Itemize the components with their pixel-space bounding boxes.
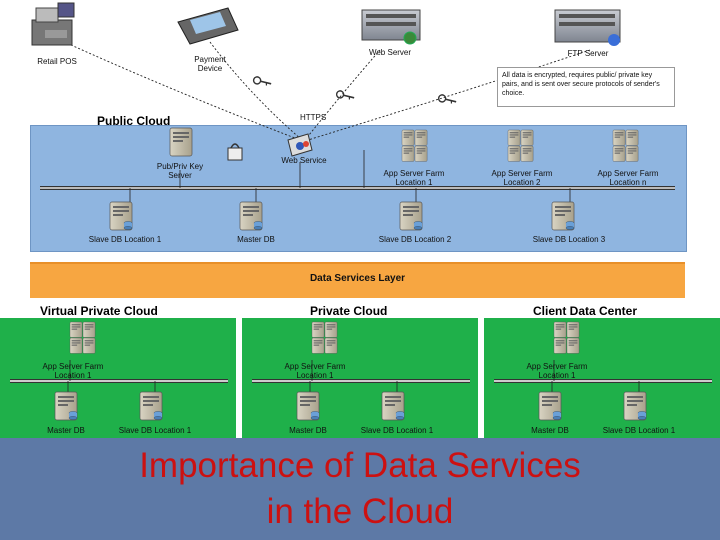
data-services-layer-label: Data Services Layer (309, 273, 406, 284)
farm-n-label-line2: Location n (609, 178, 647, 187)
vpc-master-db-label: Master DB (47, 426, 85, 435)
app-farm-icon (402, 130, 427, 161)
slave-db-3-label: Slave DB Location 3 (532, 235, 606, 244)
slide-title-line2: in the Cloud (266, 492, 454, 531)
slave-db-1-label: Slave DB Location 1 (88, 235, 162, 244)
client-slave-db-label: Slave DB Location 1 (602, 426, 676, 435)
client-farm-label-line2: Location 1 (538, 371, 576, 380)
private-cloud-title: Private Cloud (310, 304, 388, 318)
slave-db-icon (552, 202, 574, 230)
data-services-layer: Data Services Layer (30, 262, 685, 298)
client-farm-label-line1: App Server Farm (526, 362, 588, 371)
farm-2-label-line1: App Server Farm (491, 169, 553, 178)
key-server-label-line1: Pub/Priv Key (156, 162, 204, 171)
farm-1-label-line1: App Server Farm (383, 169, 445, 178)
virtual-private-cloud-panel (0, 318, 236, 438)
pos-connection (59, 39, 301, 141)
slave-db-2-label: Slave DB Location 2 (378, 235, 452, 244)
private-farm-label-line2: Location 1 (296, 371, 334, 380)
client-data-center-title: Client Data Center (533, 304, 638, 318)
private-farm-label-line1: App Server Farm (284, 362, 346, 371)
key-icon (436, 90, 457, 108)
retail-pos-icon (31, 2, 75, 46)
farm-2-label-line2: Location 2 (503, 178, 541, 187)
master-db-label: Master DB (237, 235, 275, 244)
private-cloud-network (252, 322, 470, 420)
webserver-connection (304, 49, 381, 141)
key-server-icon (169, 127, 193, 157)
vpc-farm-label-line1: App Server Farm (42, 362, 104, 371)
private-slave-db-label: Slave DB Location 1 (360, 426, 434, 435)
payment-device-label-line1: Payment (194, 55, 226, 64)
public-cloud-title: Public Cloud (97, 114, 171, 128)
farm-n-label-line1: App Server Farm (597, 169, 659, 178)
private-master-db-label: Master DB (289, 426, 327, 435)
key-icon (334, 86, 355, 104)
master-db-icon (240, 202, 262, 230)
private-cloud-panel (242, 318, 478, 438)
slave-db-icon (110, 202, 132, 230)
ftpserver-connection (307, 49, 591, 141)
client-data-center-network (494, 322, 712, 420)
slave-db-icon (400, 202, 422, 230)
web-service-label: Web Service (281, 156, 327, 165)
key-icon (251, 72, 272, 90)
payment-device-label-line2: Device (197, 64, 223, 73)
title-band (0, 438, 720, 540)
web-server-icon (361, 9, 421, 45)
vpc-farm-label-line2: Location 1 (54, 371, 92, 380)
key-server-label-line2: Server (168, 171, 192, 180)
vpc-network (10, 322, 228, 420)
lock-icon (227, 147, 243, 161)
encryption-note: All data is encrypted, requires public/ … (497, 67, 675, 107)
payment-device-icon (177, 7, 239, 45)
ftp-server-label: FTP Server (567, 49, 609, 58)
web-server-label: Web Server (368, 48, 412, 57)
client-data-center-panel (484, 318, 720, 438)
ftp-server-icon (554, 9, 621, 46)
retail-pos-label: Retail POS (37, 57, 77, 66)
farm-1-label-line2: Location 1 (395, 178, 433, 187)
slide-title-line1: Importance of Data Services (139, 446, 581, 485)
app-farm-icon (508, 130, 533, 161)
app-farm-icon (613, 130, 638, 161)
https-label: HTTPS (300, 113, 327, 122)
vpc-slave-db-label: Slave DB Location 1 (118, 426, 192, 435)
web-service-icon (287, 133, 313, 157)
client-master-db-label: Master DB (531, 426, 569, 435)
connection-lines (59, 39, 591, 141)
virtual-private-cloud-title: Virtual Private Cloud (40, 304, 158, 318)
